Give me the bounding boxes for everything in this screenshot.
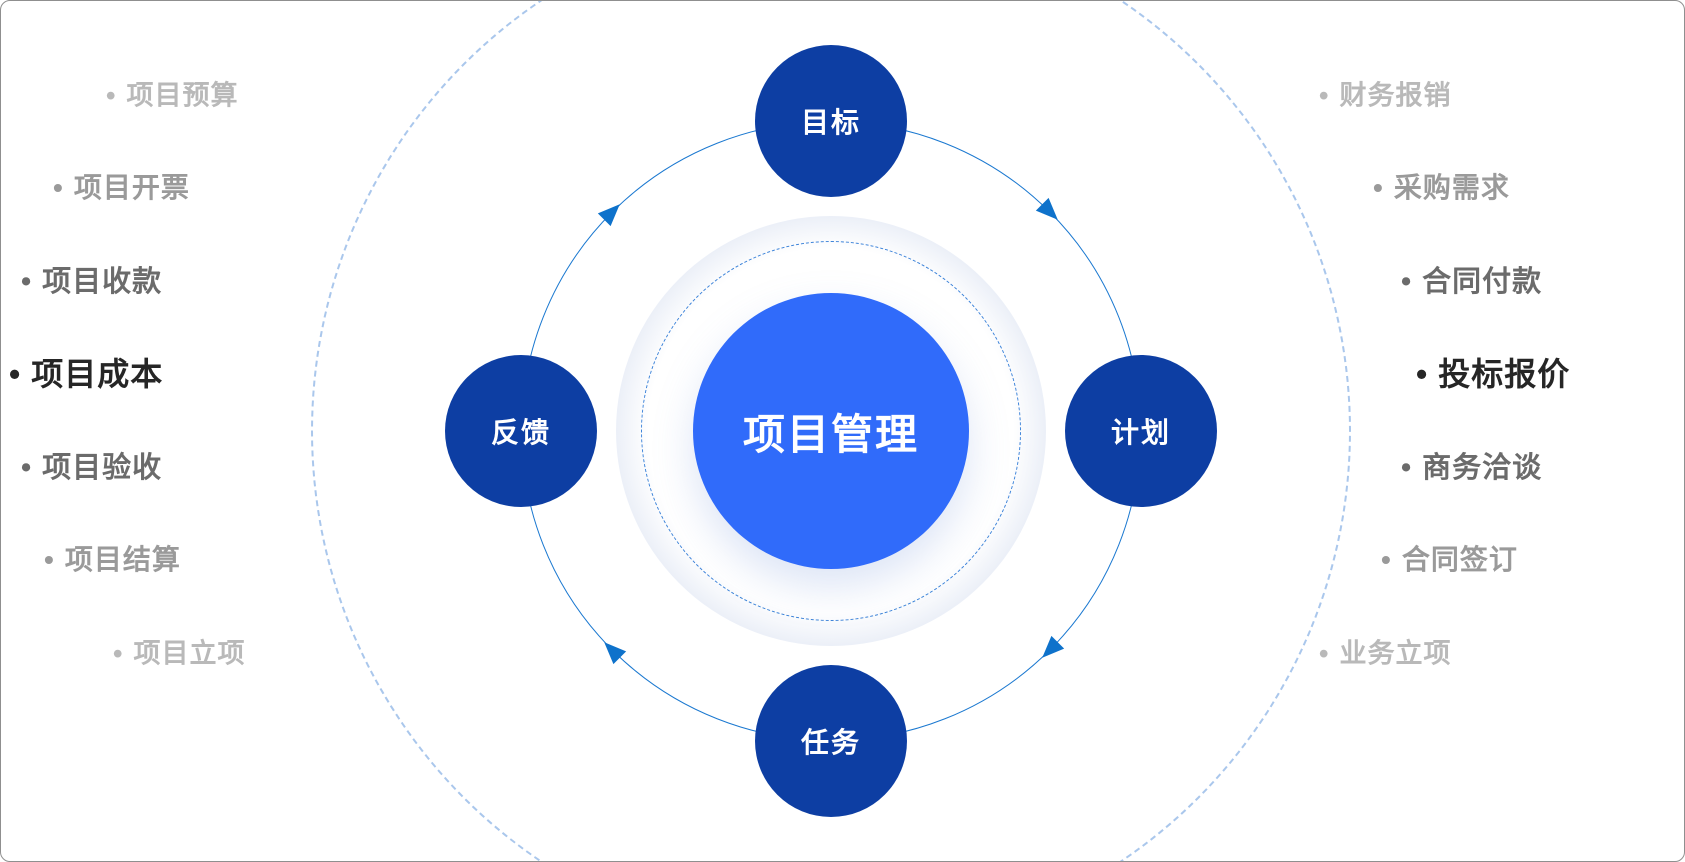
inner-dashed-ring — [641, 241, 1021, 621]
bullet-icon: • — [1319, 80, 1330, 111]
bullet-icon: • — [44, 544, 55, 575]
node-feedback: 反馈 — [445, 355, 597, 507]
node-goal: 目标 — [755, 45, 907, 197]
list-item-project-acceptance: • 项目验收 — [21, 444, 162, 486]
list-item-project-cost: •项目成本 — [9, 349, 163, 395]
list-item-project-initiation: • 项目立项 — [113, 632, 245, 671]
node-plan: 计划 — [1065, 355, 1217, 507]
center-node-label: 项目管理 — [742, 410, 919, 458]
bullet-icon: • — [1381, 544, 1392, 575]
bullet-icon: • — [1401, 266, 1413, 298]
list-item-label: 采购需求 — [1393, 172, 1510, 203]
bullet-icon: • — [21, 266, 33, 298]
list-item-business-initiation: • 业务立项 — [1319, 632, 1451, 671]
list-item-label: 财务报销 — [1339, 80, 1452, 111]
node-plan-label: 计划 — [1110, 417, 1171, 448]
node-task-label: 任务 — [800, 727, 861, 758]
list-item-business-negotiation: • 商务洽谈 — [1401, 444, 1542, 486]
list-item-project-settlement: • 项目结算 — [44, 538, 181, 578]
list-item-label: 投标报价 — [1438, 356, 1571, 392]
list-item-contract-signing: • 合同签订 — [1381, 538, 1518, 578]
bullet-icon: • — [1401, 452, 1413, 484]
list-item-contract-payment: • 合同付款 — [1401, 258, 1542, 300]
bullet-icon: • — [113, 638, 124, 669]
bullet-icon: • — [1319, 638, 1330, 669]
bullet-icon: • — [53, 172, 64, 203]
node-feedback-label: 反馈 — [490, 417, 551, 448]
list-item-label: 项目验收 — [42, 452, 163, 484]
list-item-bid-quotation: •投标报价 — [1416, 349, 1570, 395]
list-item-label: 商务洽谈 — [1422, 452, 1543, 484]
bullet-icon: • — [1416, 356, 1429, 392]
list-item-label: 合同付款 — [1422, 266, 1543, 298]
bullet-icon: • — [21, 452, 33, 484]
list-item-project-collection: • 项目收款 — [21, 258, 162, 300]
bullet-icon: • — [1373, 172, 1384, 203]
list-item-label: 项目预算 — [126, 80, 239, 111]
center-node: 项目管理 — [693, 293, 969, 569]
list-item-label: 合同签订 — [1401, 544, 1518, 575]
list-item-project-invoicing: • 项目开票 — [53, 166, 190, 206]
list-item-project-budget: • 项目预算 — [106, 74, 238, 113]
bullet-icon: • — [106, 80, 117, 111]
list-item-expense-reimbursement: • 财务报销 — [1319, 74, 1451, 113]
list-item-label: 项目收款 — [42, 266, 163, 298]
list-item-label: 项目立项 — [133, 638, 246, 669]
list-item-label: 项目开票 — [73, 172, 190, 203]
list-item-label: 项目结算 — [64, 544, 181, 575]
bullet-icon: • — [9, 356, 22, 392]
node-goal-label: 目标 — [800, 107, 861, 138]
list-item-label: 项目成本 — [31, 356, 164, 392]
list-item-label: 业务立项 — [1339, 638, 1452, 669]
list-item-procurement-demand: • 采购需求 — [1373, 166, 1510, 206]
outer-dashed-ring — [311, 1, 1351, 861]
node-task: 任务 — [755, 665, 907, 817]
